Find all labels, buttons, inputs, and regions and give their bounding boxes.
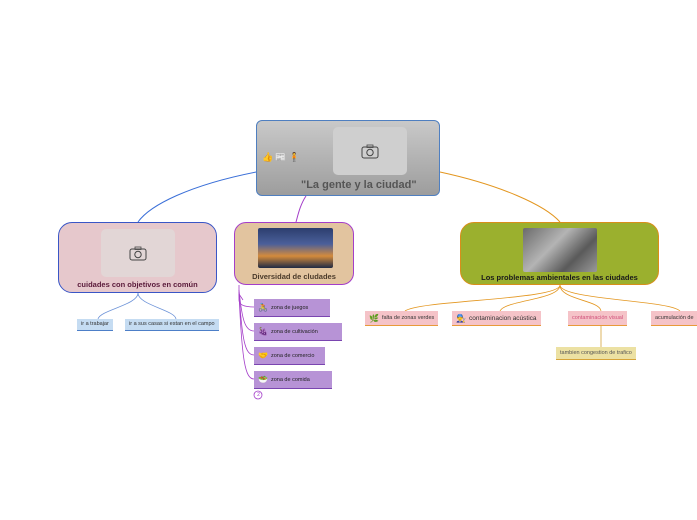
city-image <box>258 228 333 268</box>
leaf-icon: 🌿 <box>369 313 379 323</box>
person-icon: 🧍 <box>288 152 300 162</box>
food-icon: 🥗 <box>258 375 268 384</box>
root-topic[interactable]: 👍 📰 🧍 "La gente y la ciudad" <box>256 120 440 196</box>
collapse-count-badge[interactable]: 2 <box>257 392 260 398</box>
subtopic-contaminacion-visual[interactable]: contaminación visual <box>568 311 628 326</box>
thumbs-up-icon: 👍 <box>262 152 274 162</box>
handshake-icon: 🤝 <box>258 351 268 360</box>
subtopic-falta-zonas-verdes[interactable]: 🌿 falta de zonas verdes <box>365 311 439 326</box>
worker-icon: 👨‍🔧 <box>456 313 466 323</box>
topic-title: Los problemas ambientales en las ciudade… <box>481 273 638 282</box>
subtopic-zona-comida[interactable]: 🥗 zona de comida <box>254 371 332 389</box>
subtopic-label: zona de comida <box>270 376 310 383</box>
subtopic-ir-trabajar[interactable]: ir a trabajar <box>77 319 113 331</box>
root-icon-row: 👍 📰 🧍 <box>262 152 300 163</box>
root-title: "La gente y la ciudad" <box>301 179 417 191</box>
topic-title: cuidades con objetivos en común <box>77 280 198 289</box>
subtopic-label: acumulación de <box>655 315 694 321</box>
topic-cuidades-objetivos[interactable]: cuidades con objetivos en común <box>58 222 217 293</box>
presentation-icon: 📰 <box>275 152 287 162</box>
subtopic-label: contaminacion acústica <box>468 314 537 322</box>
street-image <box>523 228 597 272</box>
subtopic-acumulacion[interactable]: acumulación de <box>651 311 697 326</box>
subtopic-label: zona de cultivación <box>270 328 318 335</box>
subtopic-label: falta de zonas verdes <box>381 315 435 321</box>
topic-diversidad-ciudades[interactable]: Diversidad de cludades <box>234 222 354 285</box>
subtopic-zona-juegos[interactable]: 🚴 zona de juegos <box>254 299 330 317</box>
subtopic-label: zona de juegos <box>270 304 309 311</box>
topic-title: Diversidad de cludades <box>252 272 336 281</box>
subtopic-ir-casas[interactable]: ir a sus casas si estan en el campo <box>125 319 219 331</box>
camera-icon <box>101 229 175 277</box>
topic-problemas-ambientales[interactable]: Los problemas ambientales en las ciudade… <box>460 222 659 285</box>
grapes-icon: 🍇 <box>258 327 268 336</box>
subtopic-label: contaminación visual <box>572 315 624 321</box>
bicycle-icon: 🚴 <box>258 303 268 312</box>
camera-icon <box>333 127 407 175</box>
subtopic-zona-cultivacion[interactable]: 🍇 zona de cultivación <box>254 323 342 341</box>
subtopic-congestion-trafico[interactable]: tambien congestion de trafico <box>556 347 636 360</box>
subtopic-contaminacion-acustica[interactable]: 👨‍🔧 contaminacion acústica <box>452 311 541 326</box>
subtopic-zona-comercio[interactable]: 🤝 zona de comercio <box>254 347 325 365</box>
subtopic-label: zona de comercio <box>270 352 315 359</box>
